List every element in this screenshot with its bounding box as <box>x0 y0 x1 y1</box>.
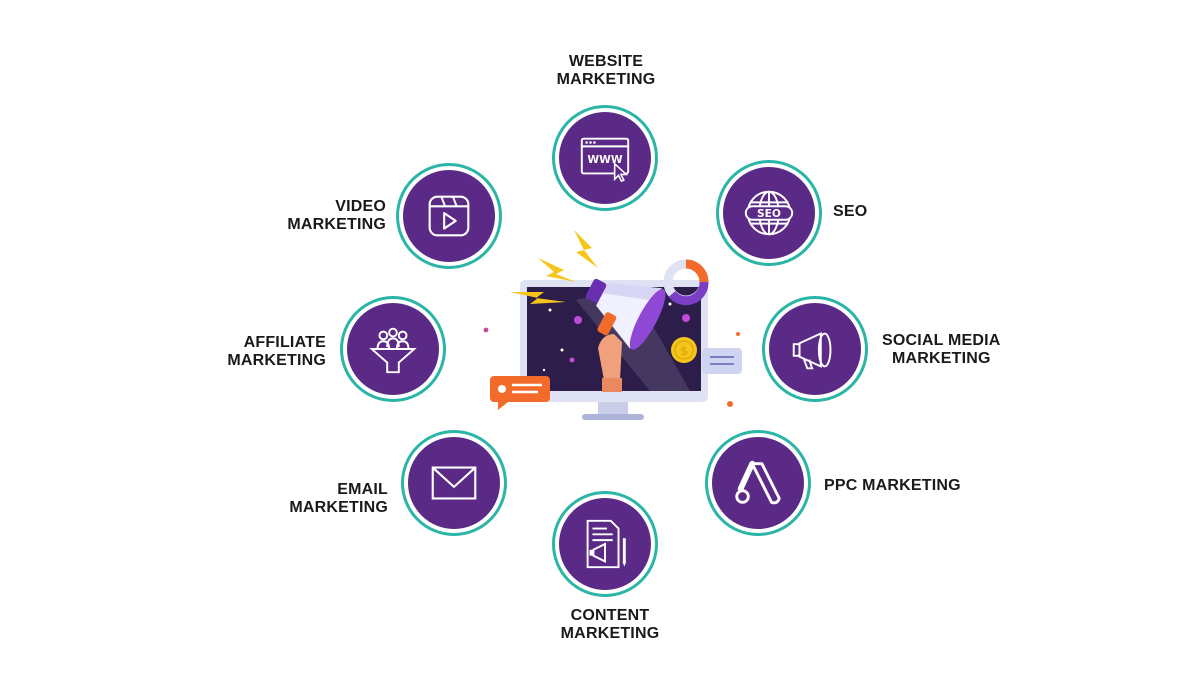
lightning-icon <box>574 230 598 268</box>
node-content-marketing[interactable] <box>552 491 658 597</box>
chat-bubble-icon <box>702 348 742 374</box>
svg-text:WWW: WWW <box>587 153 622 166</box>
node-video-marketing[interactable] <box>396 163 502 269</box>
node-website-marketing[interactable]: WWW <box>552 105 658 211</box>
label-ppc-marketing: PPC MARKETING <box>824 477 961 494</box>
globe-seo-icon: SEO <box>744 190 794 236</box>
node-affiliate-marketing[interactable] <box>340 296 446 402</box>
label-video-marketing: VIDEO MARKETING <box>287 198 386 233</box>
node-social-media-marketing[interactable] <box>762 296 868 402</box>
envelope-icon <box>431 466 477 500</box>
monitor-megaphone-illustration: $ <box>483 230 742 420</box>
megaphone <box>585 278 666 350</box>
lightning-icon <box>538 258 576 282</box>
video-play-icon <box>428 195 470 237</box>
svg-text:SEO: SEO <box>757 207 781 220</box>
decorative-dots <box>483 327 489 333</box>
node-seo[interactable]: SEO <box>716 160 822 266</box>
coin-icon: $ <box>671 337 697 363</box>
browser-www-icon: WWW <box>580 137 630 183</box>
chat-bubble-icon <box>490 376 550 410</box>
label-seo: SEO <box>833 203 868 220</box>
node-email-marketing[interactable] <box>401 430 507 536</box>
hand <box>598 334 622 380</box>
label-affiliate-marketing: AFFILIATE MARKETING <box>227 334 326 369</box>
label-email-marketing: EMAIL MARKETING <box>289 481 388 516</box>
label-content-marketing: CONTENT MARKETING <box>560 607 660 642</box>
people-funnel-icon <box>369 327 417 374</box>
google-ads-icon <box>735 460 781 505</box>
node-ppc-marketing[interactable] <box>705 430 811 536</box>
svg-text:$: $ <box>680 344 688 358</box>
megaphone-icon <box>792 332 832 370</box>
document-megaphone-icon <box>586 519 627 569</box>
label-social-media-marketing: SOCIAL MEDIA MARKETING <box>882 332 1001 367</box>
label-website-marketing: WEBSITE MARKETING <box>556 53 656 88</box>
lightning-icon <box>510 292 566 304</box>
donut-chart-icon <box>663 259 709 306</box>
